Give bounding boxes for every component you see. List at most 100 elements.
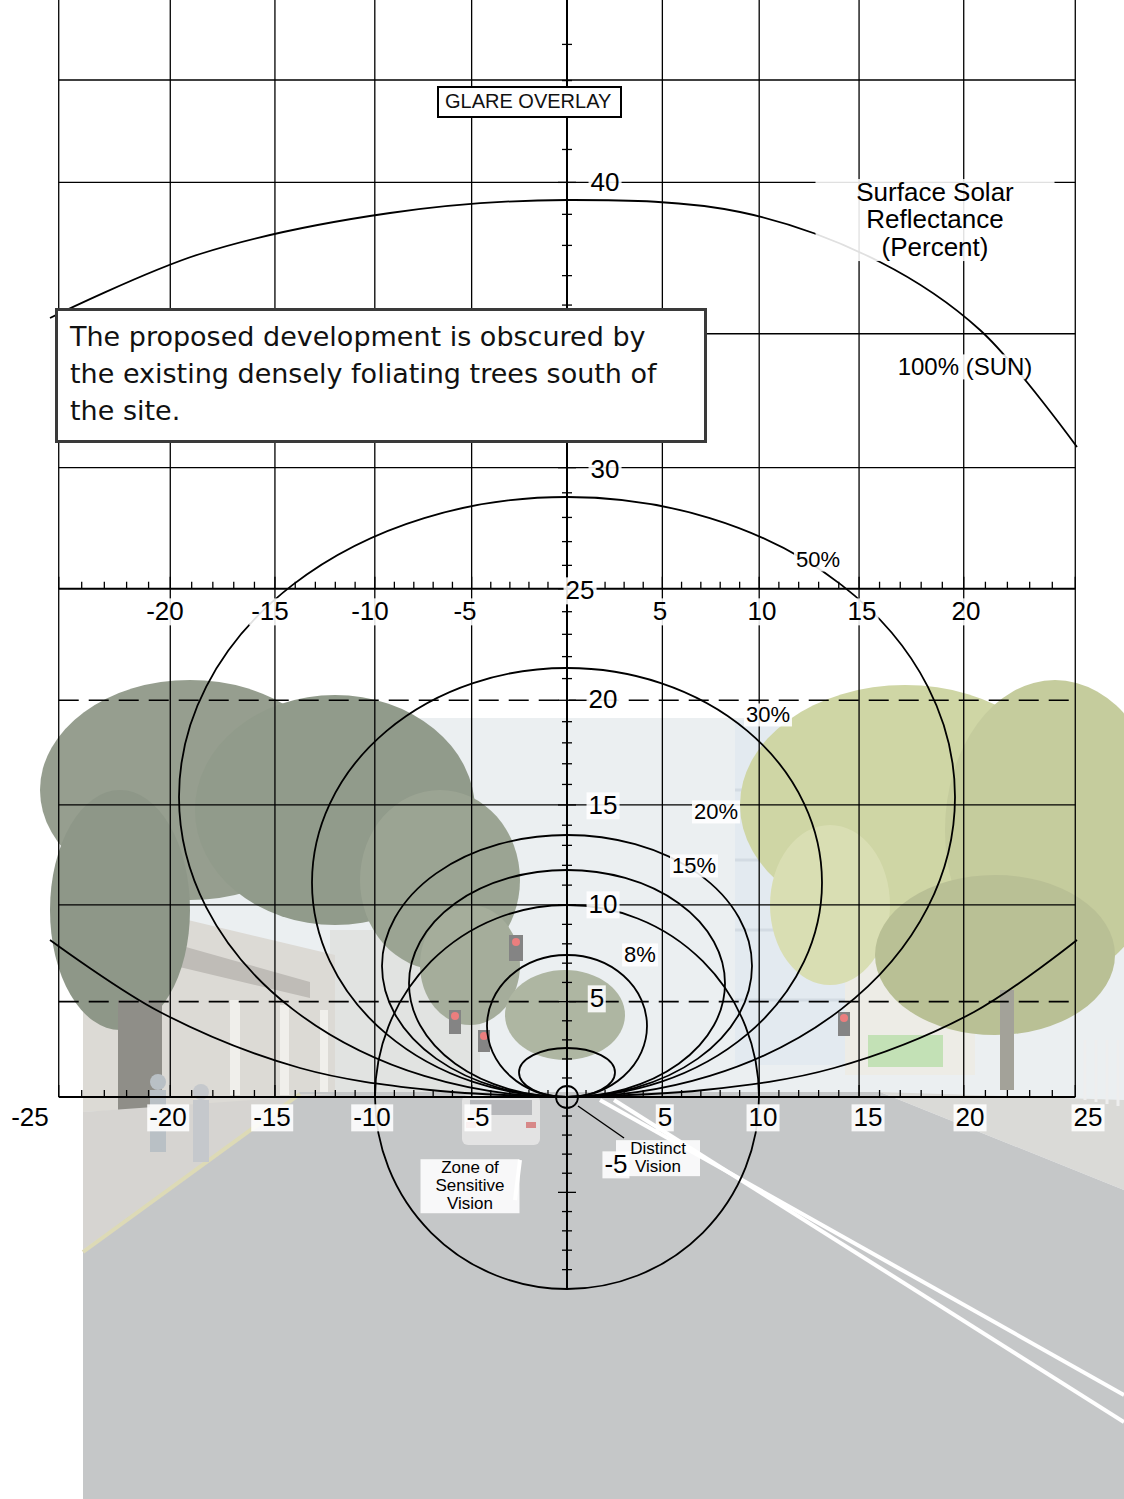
grid-line	[662, 0, 663, 1097]
curve-label: 50%	[794, 548, 842, 571]
axis-tick	[562, 1269, 572, 1270]
axis-tick	[720, 1090, 721, 1097]
box-text: GLARE OVERLAY	[445, 89, 614, 113]
axis-tick	[942, 1090, 943, 1097]
axis-tick	[562, 44, 572, 45]
axis-tick	[528, 582, 529, 589]
photo-shape	[420, 905, 520, 1025]
axis-tick	[562, 611, 572, 612]
photo-shape	[868, 1035, 943, 1067]
axis-tick	[562, 963, 572, 964]
reflectance-curve	[179, 497, 955, 1097]
axis-tick	[558, 1192, 576, 1193]
photo-shape	[193, 1100, 209, 1162]
photo-shape	[880, 1092, 1124, 1190]
title-box: GLARE OVERLAY	[437, 86, 622, 118]
axis-tick	[604, 582, 605, 589]
axis-tick	[471, 1085, 472, 1097]
axis-tick	[562, 678, 572, 679]
axis-tick	[562, 742, 572, 743]
axis-number: 5	[588, 985, 606, 1012]
axis-tick	[759, 577, 760, 589]
axis-tick	[354, 1090, 355, 1097]
axis-tick	[413, 582, 414, 589]
curve-label: 15%	[670, 854, 718, 877]
axis-tick	[1052, 582, 1053, 589]
axis-tick	[562, 1211, 572, 1212]
axis-tick	[354, 582, 355, 589]
curve-label: 100% (SUN)	[896, 354, 1035, 379]
axis-number: -5	[602, 1151, 629, 1178]
axis-tick	[662, 1085, 663, 1097]
axis-tick	[623, 582, 624, 589]
axis-number: 15	[852, 1104, 885, 1131]
axis-tick	[798, 1090, 799, 1097]
axis-number: 10	[587, 891, 620, 918]
axis-number: -25	[9, 1104, 51, 1131]
photo-shape	[1117, 1040, 1120, 1106]
photo-shape	[512, 938, 520, 946]
axis-tick	[562, 1230, 572, 1231]
axis-number: -10	[351, 1104, 393, 1131]
axis-tick	[471, 577, 472, 589]
axis-tick	[562, 721, 572, 722]
axis-tick	[170, 577, 171, 589]
sun-curve	[50, 940, 567, 1097]
axis-number: -15	[251, 1104, 293, 1131]
axis-tick	[562, 149, 572, 150]
grid-line	[759, 0, 760, 1097]
reflectance-curve	[382, 835, 752, 1097]
photo-shape	[505, 970, 625, 1060]
axis-tick	[394, 582, 395, 589]
axis-tick	[562, 656, 572, 657]
axis-tick	[818, 1090, 819, 1097]
curve-label: 20%	[692, 800, 740, 823]
reflectance-curve	[312, 668, 822, 1097]
photo-shape	[509, 935, 523, 961]
axis-tick	[858, 577, 859, 589]
grid-line	[1075, 0, 1076, 1097]
axis-tick	[212, 1090, 213, 1097]
axis-tick	[879, 1090, 880, 1097]
reflectance-curve	[409, 870, 725, 1097]
axis-tick	[942, 582, 943, 589]
photo-shape	[451, 1012, 459, 1020]
grid-line	[963, 0, 964, 1097]
grid-line	[59, 804, 1076, 805]
axis-tick	[562, 1058, 572, 1059]
axis-number: 20	[587, 686, 620, 713]
axis-tick	[191, 1090, 192, 1097]
scale-title: Surface Solar Reflectance (Percent)	[816, 179, 1055, 261]
axis-tick	[81, 582, 82, 589]
axis-tick	[681, 582, 682, 589]
axis-number: -5	[464, 1104, 491, 1131]
axis-tick	[562, 1039, 572, 1040]
curve-label: 30%	[744, 703, 792, 726]
axis-tick	[562, 517, 572, 518]
photo-shape	[320, 1010, 328, 1095]
axis-number: 25	[564, 577, 597, 604]
axis-tick	[562, 865, 572, 866]
axis-tick	[900, 582, 901, 589]
axis-tick	[662, 577, 663, 589]
photo-shape	[1095, 1040, 1098, 1102]
axis-tick	[335, 582, 336, 589]
axis-tick	[274, 577, 275, 589]
axis-tick	[1029, 1090, 1030, 1097]
photo-shape	[614, 1100, 1124, 1422]
reflectance-curve	[519, 1048, 615, 1097]
axis-number: 15	[846, 598, 879, 625]
axis-tick	[562, 982, 572, 983]
axis-tick	[315, 1090, 316, 1097]
axis-tick	[490, 582, 491, 589]
note-box: The proposed development is obscured by …	[55, 308, 707, 443]
axis-tick	[739, 582, 740, 589]
photo-shape	[462, 1095, 540, 1145]
axis-number: -5	[451, 598, 478, 625]
axis-tick	[558, 182, 576, 183]
axis-tick	[558, 804, 576, 805]
photo-shape	[449, 1010, 461, 1034]
axis-tick	[558, 1001, 576, 1002]
axis-tick	[562, 784, 572, 785]
